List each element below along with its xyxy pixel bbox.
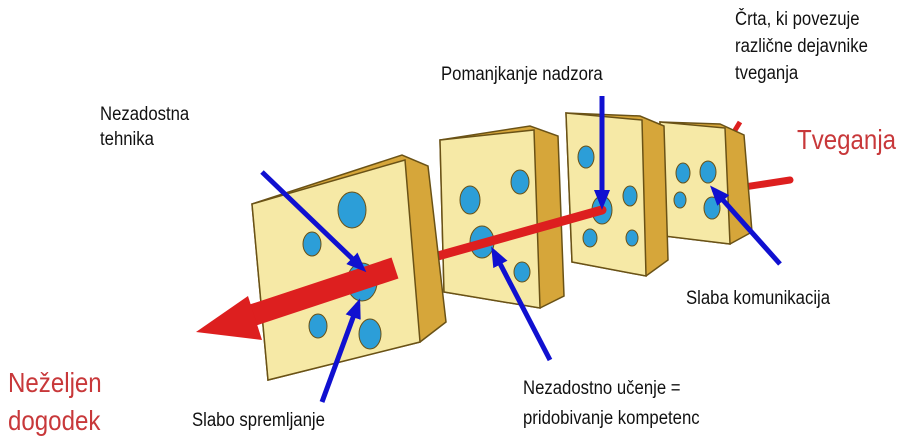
cheese-slice-2 <box>440 126 564 308</box>
label-inadequate-technique: Nezadostna tehnika <box>100 102 189 152</box>
risk-arrowhead <box>196 296 262 340</box>
label-inadequate-training: Nezadostno učenje = pridobivanje kompete… <box>523 374 700 434</box>
label-poor-communication: Slaba komunikacija <box>686 286 830 311</box>
label-poor-monitoring: Slabo spremljanje <box>192 408 325 433</box>
label-risk-line: Črta, ki povezuje različne dejavnike tve… <box>735 6 868 87</box>
cheese-slice-4 <box>660 122 752 244</box>
cheese-slice-3 <box>566 113 668 276</box>
label-lack-of-supervision: Pomanjkanje nadzora <box>441 62 603 87</box>
label-risks: Tveganja <box>797 123 896 157</box>
label-adverse-event: Neželjen dogodek <box>8 364 102 440</box>
